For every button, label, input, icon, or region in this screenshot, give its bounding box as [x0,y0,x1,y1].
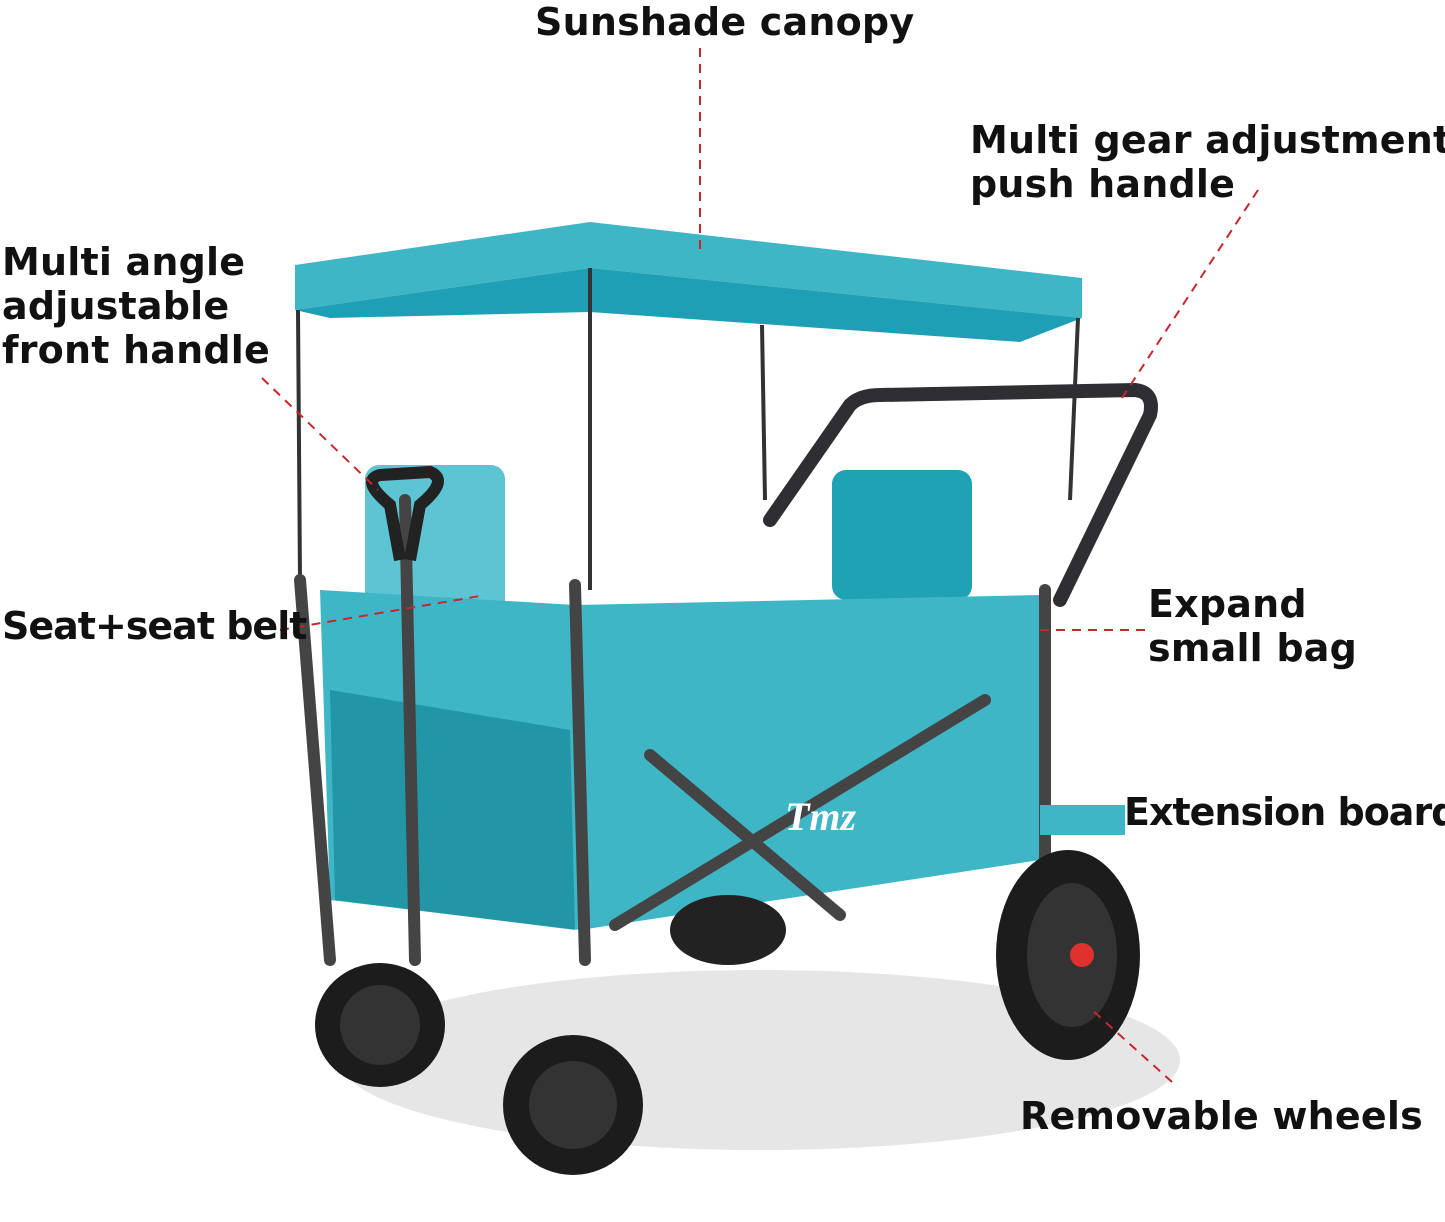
label-line: adjustable [2,284,230,328]
canopy-underside [295,268,1082,342]
label-sunshade-canopy: Sunshade canopy [535,0,915,44]
label-line: small bag [1148,626,1357,670]
label-line: front handle [2,328,270,372]
label-line: Expand [1148,582,1307,626]
label-seat-belt: Seat+seat belt [2,604,307,648]
label-line: push handle [970,162,1236,206]
label-line: Multi angle [2,240,246,284]
label-front-handle: Multi angle adjustable front handle [2,240,270,372]
canopy [295,222,1082,318]
rear-seat-back [832,470,972,600]
front-handle [366,465,444,562]
push-handle [763,382,1158,607]
extension-board [1040,805,1125,835]
wheels [315,850,1140,1175]
brand-logo: Tmz [785,794,857,839]
label-extension-board: Extension board [1124,790,1445,834]
side-mesh-pocket [330,690,575,930]
label-small-bag: Expand small bag [1148,582,1357,670]
leader-lines [261,48,1259,1083]
label-line: Multi gear adjustment [970,118,1445,162]
label-push-handle: Multi gear adjustment push handle [970,118,1445,206]
label-removable-wheels: Removable wheels [1020,1094,1423,1138]
